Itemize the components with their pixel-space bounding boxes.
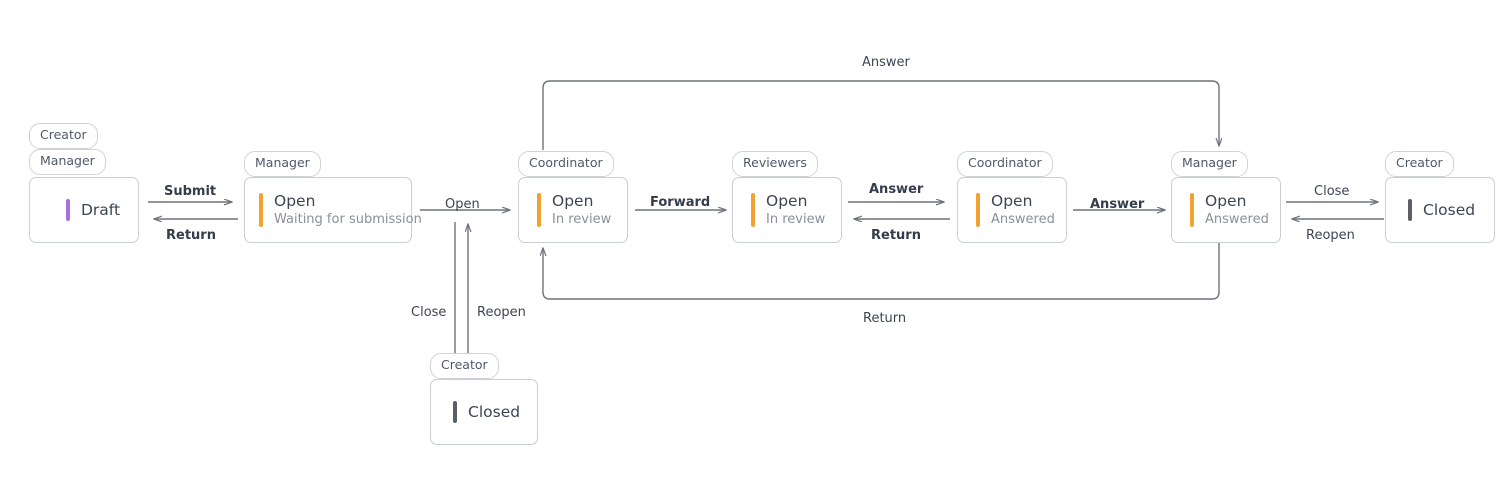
state-node-open-inreview-reviewers[interactable]: Open In review [732,177,842,243]
state-color-bar-open-inreview-reviewers [751,193,755,227]
state-sub-open-answered-manager: Answered [1205,211,1269,227]
state-title-open-inreview-coordinator: Open [552,191,594,210]
edge-label-return-bottom: Return [863,311,907,326]
edge-label-submit: Submit [164,184,217,199]
state-color-bar-open-inreview-coordinator [537,193,541,227]
state-node-draft[interactable]: Draft [29,177,139,243]
role-chip-manager-answered[interactable]: Manager [1171,151,1248,177]
edge-label-open: Open [445,197,480,212]
edge-answer-top [542,80,1219,150]
edge-label-close1: Close [411,305,447,320]
state-node-open-waiting[interactable]: Open Waiting for submission [244,177,422,243]
state-color-bar-closed-bottom [453,401,457,423]
role-chip-creator-draft[interactable]: Creator [29,123,98,149]
edge-label-answer2: Answer [1090,197,1145,212]
role-chip-creator-closed-right[interactable]: Creator [1385,151,1454,177]
state-color-bar-open-answered-coordinator [976,193,980,227]
edge-label-return2: Return [871,228,921,243]
state-color-bar-closed-right [1408,199,1412,221]
state-title-open-answered-coordinator: Open [991,191,1033,210]
state-color-bar-open-waiting [259,193,263,227]
edge-label-reopen2: Reopen [1306,228,1355,243]
state-title-open-answered-manager: Open [1205,191,1247,210]
state-node-closed-bottom[interactable]: Closed [430,379,538,445]
state-node-open-answered-manager[interactable]: Open Answered [1171,177,1281,243]
state-title-closed-bottom: Closed [468,402,521,421]
state-color-bar-open-answered-manager [1190,193,1194,227]
state-sub-open-inreview-reviewers: In review [766,211,826,227]
state-title-closed-right: Closed [1423,200,1476,219]
edge-label-forward: Forward [650,195,711,210]
role-chip-reviewers[interactable]: Reviewers [732,151,818,177]
state-sub-open-waiting: Waiting for submission [274,211,422,227]
edge-return-bottom [543,243,1220,300]
edge-label-answer-top: Answer [862,55,910,70]
role-chip-creator-closed-bottom[interactable]: Creator [430,353,499,379]
state-title-open-inreview-reviewers: Open [766,191,808,210]
state-sub-open-inreview-coordinator: In review [552,211,612,227]
state-color-bar-draft [66,199,70,221]
role-chip-manager-open-wait[interactable]: Manager [244,151,321,177]
edge-label-close2: Close [1314,184,1350,199]
state-node-closed-right[interactable]: Closed [1385,177,1495,243]
state-node-open-answered-coordinator[interactable]: Open Answered [957,177,1067,243]
role-chip-manager-draft[interactable]: Manager [29,149,106,175]
role-chip-coordinator-answered[interactable]: Coordinator [957,151,1053,177]
state-title-draft: Draft [81,200,121,219]
edge-label-answer1: Answer [869,182,924,197]
role-chip-coordinator-review[interactable]: Coordinator [518,151,614,177]
state-sub-open-answered-coordinator: Answered [991,211,1055,227]
state-title-open-waiting: Open [274,191,316,210]
edge-label-reopen1: Reopen [477,305,526,320]
state-node-open-inreview-coordinator[interactable]: Open In review [518,177,628,243]
edge-label-return1: Return [166,228,216,243]
